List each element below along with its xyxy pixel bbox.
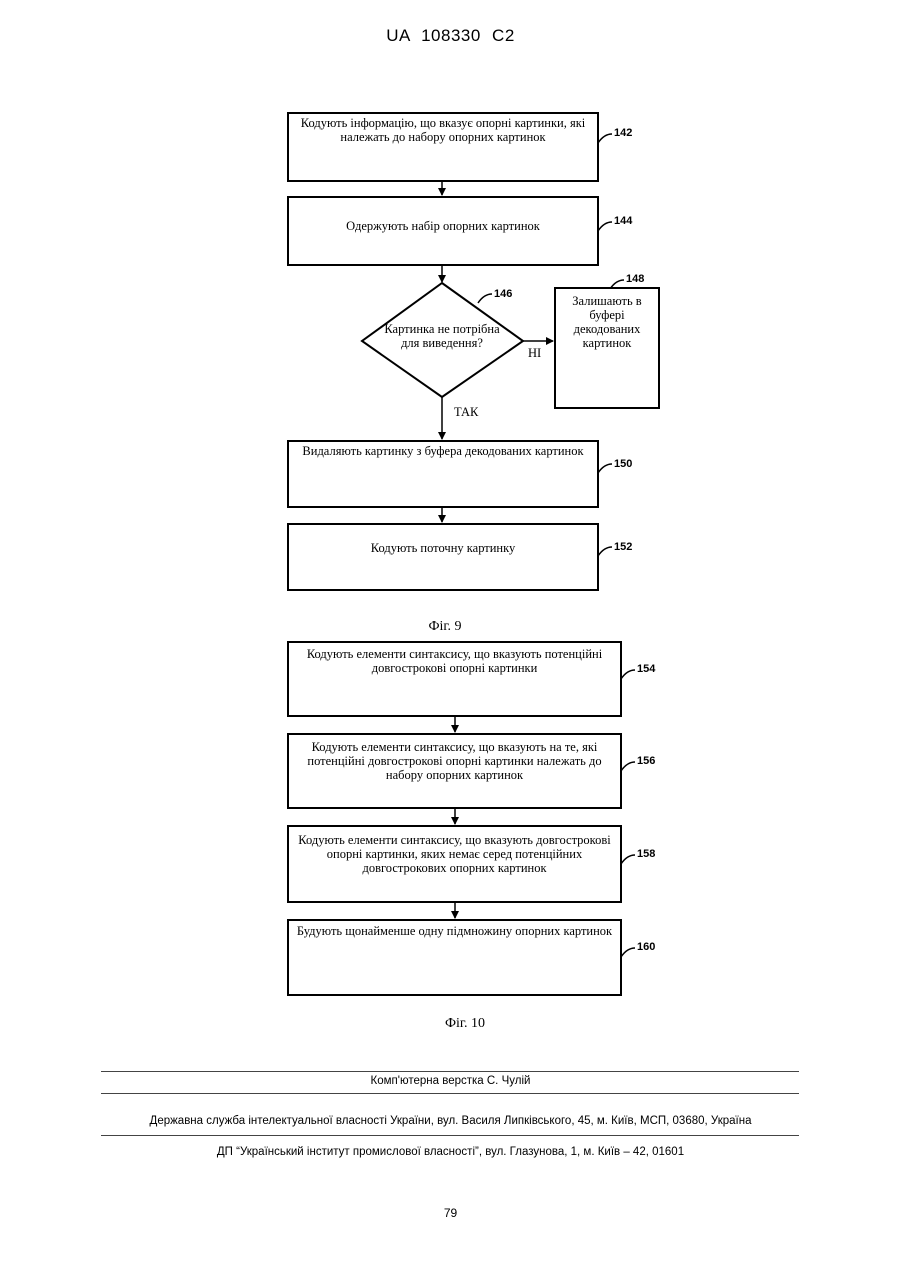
leader-158 [621,855,635,864]
footer-rule-1 [101,1071,799,1072]
leader-150 [598,464,612,473]
fig9-caption: Фіг. 9 [395,619,495,635]
step-152-text: Кодують поточну картинку [295,541,591,555]
decision-146-text: Картинка не потрібна для виведення? [380,322,504,350]
step-150-text: Видаляють картинку з буфера декодованих … [291,444,595,458]
leader-146 [478,294,492,303]
footer-agency: Державна служба інтелектуальної власност… [0,1115,901,1127]
ref-146: 146 [494,288,512,300]
footer-typesetting: Комп'ютерна верстка С. Чулій [0,1075,901,1087]
label-yes: ТАК [454,405,478,420]
leader-160 [621,948,635,957]
ref-160: 160 [637,941,655,953]
ref-142: 142 [614,127,632,139]
step-158-text: Кодують елементи синтаксису, що вказують… [295,833,614,875]
ref-150: 150 [614,458,632,470]
ref-152: 152 [614,541,632,553]
step-160-text: Будують щонайменше одну підмножину опорн… [291,924,618,938]
ref-156: 156 [637,755,655,767]
fig10-caption: Фіг. 10 [415,1016,515,1032]
page-number: 79 [0,1206,901,1220]
leader-154 [621,670,635,679]
step-144-text: Одержують набір опорних картинок [295,219,591,233]
step-152-box [287,523,599,591]
step-156-text: Кодують елементи синтаксису, що вказують… [295,740,614,782]
ref-158: 158 [637,848,655,860]
leader-142 [598,134,612,143]
footer-institute: ДП “Український інститут промислової вла… [0,1146,901,1158]
label-no: НІ [528,346,541,361]
step-148-text: Залишають в буфері декодованих картинок [562,294,652,350]
step-142-text: Кодують інформацію, що вказує опорні кар… [295,116,591,144]
leader-152 [598,547,612,556]
footer-rule-2 [101,1093,799,1094]
patent-header: UA 108330 C2 [0,26,901,46]
step-154-text: Кодують елементи синтаксису, що вказують… [295,647,614,675]
ref-144: 144 [614,215,632,227]
ref-148: 148 [626,273,644,285]
ref-154: 154 [637,663,655,675]
leader-144 [598,222,612,231]
leader-156 [621,762,635,771]
footer-rule-3 [101,1135,799,1136]
